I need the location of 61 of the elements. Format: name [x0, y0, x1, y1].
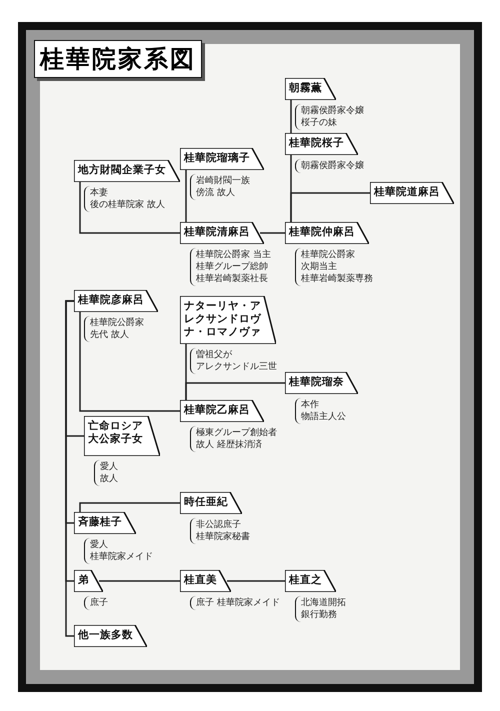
- name-box: 桂華院瑠璃子: [180, 148, 264, 170]
- note-text: アレクサンドル三世: [196, 361, 277, 373]
- family-line: [79, 182, 180, 234]
- name-box: 桂華院瑠奈: [285, 372, 358, 394]
- name-box: 桂華院道麻呂: [370, 182, 454, 204]
- note-text: 北海道開拓: [301, 597, 346, 609]
- name-box: 時任亜紀: [180, 492, 242, 514]
- title-box: 桂華院家系図: [34, 40, 202, 78]
- name-box: 桂華院彦麻呂: [74, 290, 158, 312]
- note-text: 故人 経歴抹消済: [196, 439, 262, 451]
- name-box: 桂直美: [180, 570, 231, 592]
- name-box: 亡命ロシア大公家子女: [84, 416, 160, 456]
- note-text: 庶子: [90, 597, 108, 609]
- name-box: 朝霧薫: [285, 78, 336, 100]
- family-line: [290, 100, 292, 133]
- note-text: 愛人: [90, 539, 108, 551]
- note-text: 桂華院公爵家: [90, 317, 144, 329]
- note-text: 傍流 故人: [196, 187, 235, 199]
- family-line: [260, 232, 285, 234]
- note-text: 桂華院家メイド: [90, 551, 153, 563]
- family-line: [65, 300, 74, 637]
- note-text: 桂華岩崎製薬社長: [196, 273, 268, 285]
- note-text: 桜子の妹: [301, 117, 337, 129]
- note-text: 愛人: [100, 461, 118, 473]
- name-box: 桂華院仲麻呂: [285, 222, 369, 244]
- family-line: [79, 502, 180, 512]
- note-text: 次期当主: [301, 261, 337, 273]
- family-line: [99, 580, 180, 582]
- family-line: [79, 312, 180, 412]
- note-text: 故人: [100, 473, 118, 485]
- note-text: 桂華グループ総帥: [196, 261, 268, 273]
- note-text: 本作: [301, 399, 319, 411]
- name-box: 桂華院清麻呂: [180, 222, 264, 244]
- name-box: 他一族多数: [74, 625, 147, 647]
- note-text: 朝霧侯爵家令嬢: [301, 105, 364, 117]
- name-box: 桂華院乙麻呂: [180, 400, 264, 422]
- note-text: 桂華院家秘書: [196, 531, 250, 543]
- name-box: 桂直之: [285, 570, 336, 592]
- family-line: [185, 170, 187, 222]
- note-text: 先代 故人: [90, 329, 129, 341]
- note-text: 銀行勤務: [301, 609, 337, 621]
- note-text: 朝霧侯爵家令嬢: [301, 160, 364, 172]
- name-box: 斉藤桂子: [74, 512, 136, 534]
- note-text: 非公認庶子: [196, 519, 241, 531]
- note-text: 極東グループ創始者: [196, 427, 277, 439]
- note-text: 岩崎財閥一族: [196, 175, 250, 187]
- family-line: [185, 382, 285, 400]
- family-line: [290, 192, 370, 222]
- name-box: 地方財閥企業子女: [74, 160, 180, 182]
- note-text: 物語主人公: [301, 411, 346, 423]
- note-text: 桂華院公爵家 当主: [196, 249, 271, 261]
- note-text: 後の桂華院家 故人: [90, 199, 165, 211]
- note-text: 曽祖父が: [196, 349, 232, 361]
- note-text: 桂華岩崎製薬専務: [301, 273, 373, 285]
- note-text: 庶子 桂華院家メイド: [196, 597, 280, 609]
- name-box: 弟: [74, 570, 103, 592]
- name-box: 桂華院桜子: [285, 133, 358, 155]
- family-line: [227, 580, 285, 582]
- note-text: 桂華院公爵家: [301, 249, 355, 261]
- note-text: 本妻: [90, 187, 108, 199]
- name-box: ナターリヤ・アレクサンドロヴナ・ロマノヴァ: [180, 296, 276, 344]
